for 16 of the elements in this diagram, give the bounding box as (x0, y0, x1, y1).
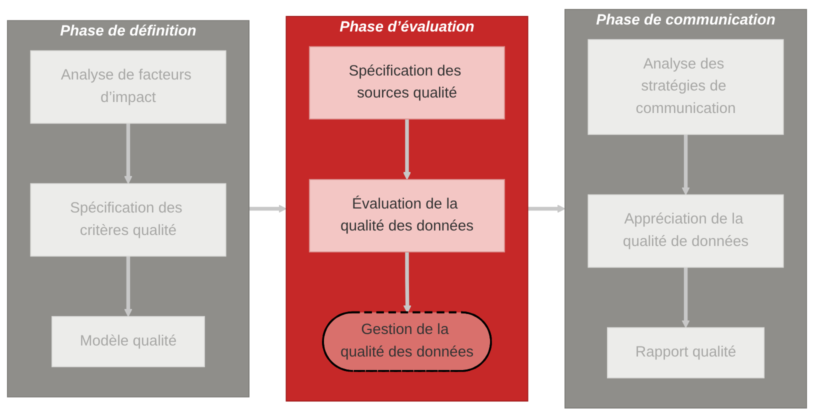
node-box: Rapport qualité (607, 327, 765, 379)
arrow (124, 256, 132, 318)
arrow (402, 119, 412, 180)
node-box: Spécification des sources qualité (308, 46, 506, 120)
arrow (682, 134, 690, 196)
node-box: Appréciation de la qualité de données (588, 194, 784, 268)
node-box: Spécification des critères qualité (30, 183, 226, 257)
arrow (249, 204, 287, 214)
node-box: Évaluation de la qualité des données (308, 179, 506, 253)
arrow (124, 124, 132, 184)
arrow (403, 252, 412, 314)
node-box: Analyse des stratégies de communication (588, 39, 784, 136)
node-box: Analyse de facteurs d’impact (30, 50, 226, 124)
node-box: Modèle qualité (52, 316, 205, 368)
arrow (528, 204, 566, 214)
arrow (682, 268, 690, 328)
